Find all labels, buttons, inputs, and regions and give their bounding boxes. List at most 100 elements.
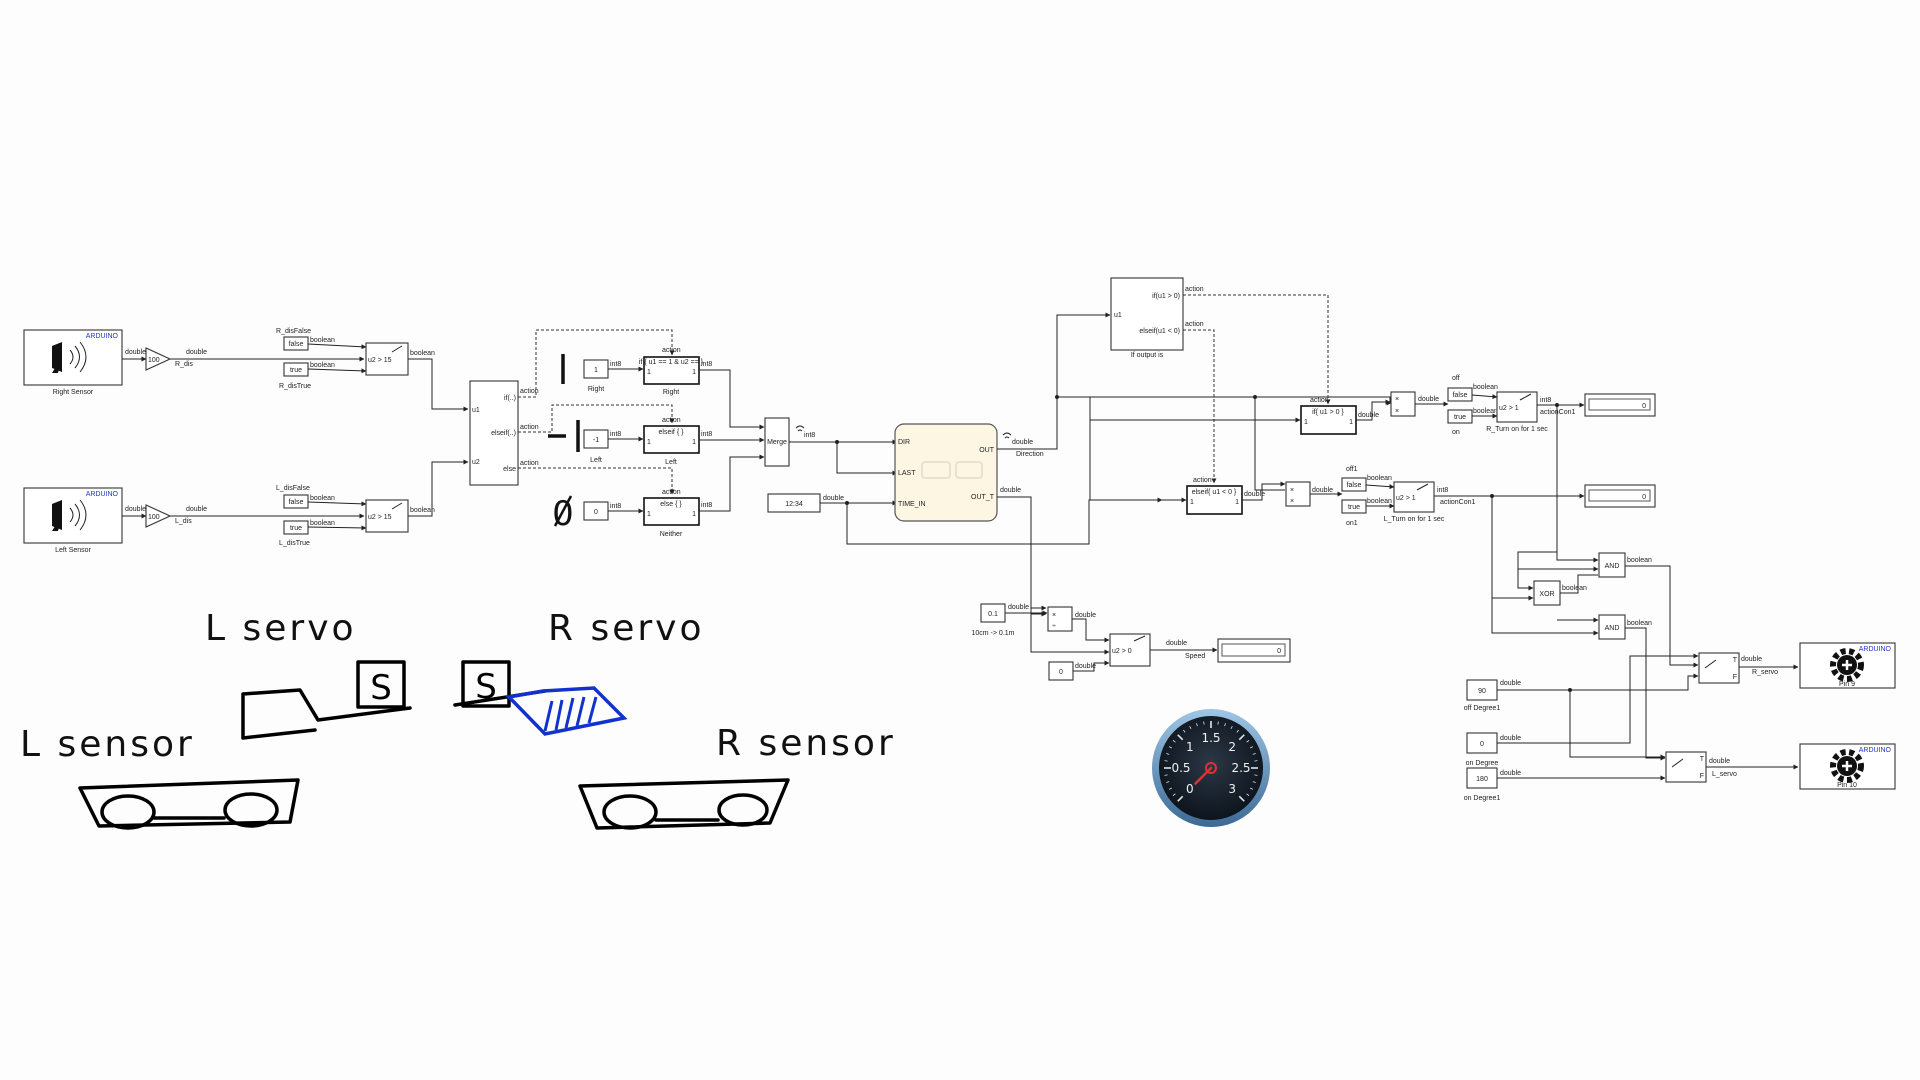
- neither-subsys-action: action: [662, 489, 681, 496]
- gauge-tick-label: 0.5: [1171, 761, 1190, 775]
- direction-type: double: [1012, 439, 1033, 446]
- l-servo-switch[interactable]: T F: [1665, 751, 1707, 783]
- gear-icon: [1830, 648, 1864, 682]
- arduino-brand-label: ARDUINO: [1859, 747, 1892, 754]
- r-servo-mark: S: [475, 667, 497, 707]
- if-output-name: If output is: [1131, 352, 1164, 359]
- gauge-tick: [1183, 729, 1186, 733]
- on-degree1-type: double: [1500, 770, 1521, 777]
- r-dis-true-name: R_disTrue: [279, 383, 311, 390]
- neither-subsys-out-type: int8: [701, 502, 712, 509]
- l-dis-switch-block[interactable]: u2 > 15: [365, 499, 409, 533]
- right-constant[interactable]: 1: [583, 359, 609, 379]
- l-false-value: false: [289, 499, 304, 506]
- right-gain-value: 100: [148, 357, 160, 364]
- and-gate-2[interactable]: AND: [1598, 614, 1626, 640]
- clock-value: 12:34: [785, 501, 803, 508]
- speed-product-block[interactable]: × ÷: [1047, 606, 1073, 632]
- right-action-subsystem[interactable]: if { u1 == 1 & u2 == } 1 1: [639, 356, 704, 385]
- action-negative-subsystem[interactable]: elseif{ u1 < 0 } 1 1: [1186, 485, 1243, 515]
- left-gain-block[interactable]: 100: [145, 504, 172, 528]
- r-turn-off-constant[interactable]: false: [1447, 387, 1473, 402]
- pin9-label: Pin 9: [1839, 681, 1855, 688]
- stateflow-chart[interactable]: DIR LAST TIME_IN OUT OUT_T: [894, 423, 998, 522]
- neither-subsys-out: 1: [692, 511, 696, 518]
- l-turn-signal: actionCon1: [1440, 499, 1476, 506]
- l-switch-out-type: boolean: [410, 507, 435, 514]
- l-turn-on-constant[interactable]: true: [1341, 499, 1367, 514]
- clock-type: double: [823, 495, 844, 502]
- pin10-label: Pin 10: [1837, 782, 1857, 789]
- on-degree1-constant[interactable]: 180: [1466, 767, 1498, 789]
- l-turn-switch-block[interactable]: u2 > 1: [1393, 481, 1435, 513]
- prod-l-out: double: [1312, 487, 1333, 494]
- servo-pin10-block[interactable]: ARDUINO Pin 10: [1799, 743, 1896, 790]
- speed-gauge[interactable]: 00.511.522.53: [1152, 709, 1270, 827]
- left-constant[interactable]: -1: [583, 429, 609, 449]
- product-r-block[interactable]: × ×: [1390, 391, 1416, 417]
- r-turn-on-constant[interactable]: true: [1447, 409, 1473, 424]
- gauge-tick: [1230, 725, 1233, 729]
- right-dis-type: double: [186, 349, 207, 356]
- off-degree-value: 90: [1478, 688, 1486, 695]
- r-turn-display[interactable]: 0: [1584, 393, 1656, 417]
- right-gain-block[interactable]: 100: [145, 347, 172, 371]
- l-turn-off-constant[interactable]: false: [1341, 477, 1367, 492]
- right-sensor-block[interactable]: ARDUINO Right Sensor: [23, 329, 123, 396]
- and-gate-1[interactable]: AND: [1598, 552, 1626, 578]
- r-switch-condition: u2 > 15: [368, 357, 392, 364]
- l-switch-false-mark: F: [1700, 773, 1704, 780]
- action-pos-title: if{ u1 > 0 }: [1312, 409, 1344, 416]
- r-switch-false-mark: F: [1733, 674, 1737, 681]
- merge-block[interactable]: Merge: [764, 417, 790, 467]
- chart-states-preview: [921, 461, 983, 479]
- xor-out-type: boolean: [1562, 585, 1587, 592]
- xor-gate[interactable]: XOR: [1533, 580, 1561, 606]
- neither-action-subsystem[interactable]: else { } 1 1: [643, 497, 700, 526]
- neither-const-type: int8: [610, 503, 621, 510]
- speed-display[interactable]: 0: [1217, 638, 1291, 663]
- neither-constant[interactable]: 0: [583, 501, 609, 521]
- on-degree-constant[interactable]: 0: [1466, 732, 1498, 754]
- left-dis-type: double: [186, 506, 207, 513]
- prod-r-out: double: [1418, 396, 1439, 403]
- r-servo-switch[interactable]: T F: [1698, 652, 1740, 684]
- r-dis-switch-block[interactable]: u2 > 15: [365, 342, 409, 376]
- clock-block[interactable]: 12:34: [767, 493, 821, 513]
- gauge-hub: [1205, 762, 1217, 774]
- outt-type: double: [1000, 487, 1021, 494]
- l-switch-true-mark: T: [1700, 756, 1705, 763]
- action-positive-subsystem[interactable]: if{ u1 > 0 } 1 1: [1300, 405, 1357, 435]
- gauge-tick-group: [1164, 721, 1258, 802]
- left-sensor-block[interactable]: ARDUINO Left Sensor: [23, 487, 123, 554]
- r-turn-on-name: on: [1452, 429, 1460, 436]
- speed-constant[interactable]: 0.1: [980, 603, 1006, 623]
- l-false-constant[interactable]: false: [283, 494, 309, 509]
- r-true-constant[interactable]: true: [283, 362, 309, 377]
- gauge-needle: [1194, 766, 1213, 785]
- r-switch-true-mark: T: [1733, 657, 1738, 664]
- off-degree-constant[interactable]: 90: [1466, 679, 1498, 701]
- if-output-block[interactable]: u1 if(u1 > 0) elseif(u1 < 0): [1110, 277, 1184, 351]
- l-true-constant[interactable]: true: [283, 520, 309, 535]
- r-turn-switch-block[interactable]: u2 > 1: [1496, 391, 1538, 423]
- right-subsys-out: 1: [692, 369, 696, 376]
- l-servo-out-type: double: [1709, 758, 1730, 765]
- action-pos-in: 1: [1304, 419, 1308, 426]
- sketch-r-sensor-label: R sensor: [716, 723, 896, 764]
- servo-pin9-block[interactable]: ARDUINO Pin 9: [1799, 642, 1896, 689]
- l-turn-display[interactable]: 0: [1584, 484, 1656, 508]
- gauge-tick: [1168, 787, 1172, 790]
- product-l-block[interactable]: × ×: [1285, 481, 1311, 507]
- if-block[interactable]: u1 u2 if(..) elseif(..) else: [469, 380, 519, 486]
- speed-switch-block[interactable]: u2 > 0: [1109, 633, 1151, 667]
- r-true-value: true: [290, 367, 302, 374]
- l-turn-off-name: off1: [1346, 466, 1358, 473]
- speed-out-type: double: [1166, 640, 1187, 647]
- neither-subsys-title: else { }: [660, 501, 682, 508]
- r-false-constant[interactable]: false: [283, 336, 309, 351]
- left-action-subsystem[interactable]: elseif { } 1 1: [643, 425, 700, 454]
- direction-name: Direction: [1016, 451, 1044, 458]
- if-port-else: else: [503, 466, 516, 473]
- speed-zero-constant[interactable]: 0: [1048, 661, 1074, 681]
